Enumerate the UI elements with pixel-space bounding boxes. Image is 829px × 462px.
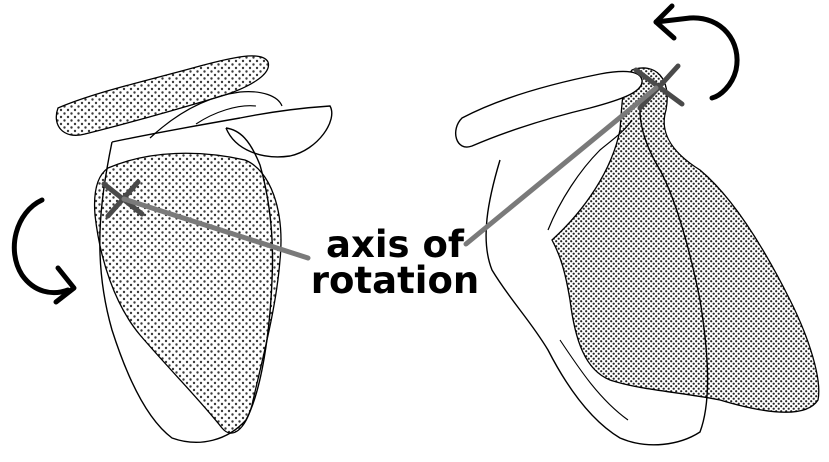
right-scapula [456,6,819,445]
left-scapula [14,56,331,442]
right-outline-clavicle [456,72,642,148]
axis-label-line-2: rotation [300,262,490,299]
right-rotation-arrow-icon [690,18,737,98]
axis-label-line-1: axis of [300,226,490,263]
left-rotation-arrow-icon [14,200,68,293]
left-rotation-arrowhead-icon [56,268,74,302]
left-shaded-scapula [95,153,281,433]
left-outline-coracoid [196,106,256,124]
left-shaded-clavicle [56,56,268,135]
